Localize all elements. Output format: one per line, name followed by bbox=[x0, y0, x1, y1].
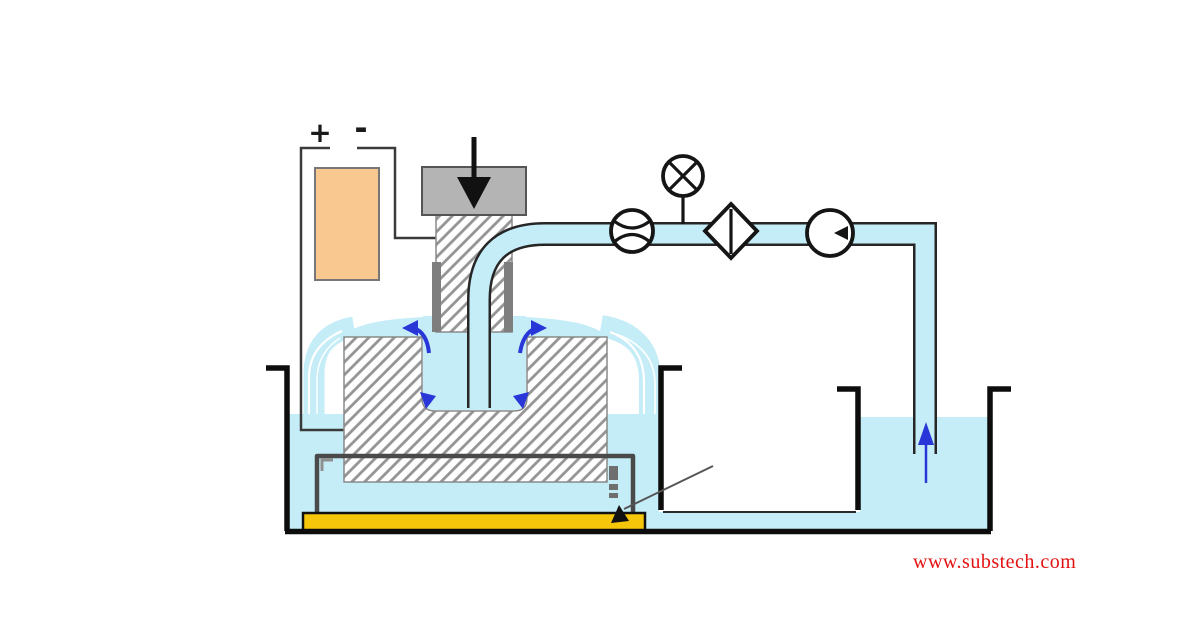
machining-tank-right-wall bbox=[658, 365, 682, 510]
tool-insulation-left bbox=[432, 262, 441, 332]
wire-negative bbox=[357, 146, 436, 240]
pointer-icon bbox=[611, 505, 629, 523]
flow-arrow-icon bbox=[531, 320, 547, 336]
drain-duct-electrolyte bbox=[650, 512, 870, 529]
spray-streamline bbox=[615, 333, 656, 414]
fixture-step bbox=[320, 458, 333, 471]
flow-arrow-icon bbox=[918, 422, 934, 445]
fixture bbox=[314, 453, 636, 514]
tank-walls bbox=[266, 365, 1011, 535]
pressure-gauge-icon bbox=[661, 154, 705, 224]
machining-tank-left-wall bbox=[266, 365, 290, 531]
base-plate bbox=[301, 511, 647, 533]
flow-meter-icon bbox=[609, 208, 655, 254]
fixture-frame bbox=[314, 453, 636, 514]
dc-power-source bbox=[314, 167, 380, 281]
electrolyte-supply-pipe bbox=[467, 222, 937, 454]
filter-icon bbox=[702, 201, 760, 261]
power-circuit: + - bbox=[299, 109, 436, 432]
negative-terminal-label: - bbox=[354, 109, 367, 147]
positive-terminal-label: + bbox=[308, 116, 331, 149]
workpiece bbox=[343, 336, 608, 483]
spray-streamline bbox=[307, 329, 343, 414]
wire-positive bbox=[299, 146, 346, 432]
clamp-mark bbox=[609, 484, 618, 490]
clamp-mark bbox=[609, 466, 618, 480]
electrolyte-spray-right bbox=[598, 315, 661, 416]
flow-arrow-icon bbox=[420, 392, 436, 409]
feed-arrow-icon bbox=[457, 137, 491, 209]
flow-arrow-icon bbox=[513, 392, 529, 409]
flow-arrows bbox=[402, 320, 934, 483]
tool-insulation-right bbox=[504, 262, 513, 332]
pipe-bore bbox=[469, 224, 935, 454]
spray-streamline bbox=[316, 337, 341, 414]
clamp-mark bbox=[609, 493, 618, 498]
reservoir-right-wall bbox=[987, 386, 1011, 531]
gap-pointer bbox=[611, 465, 714, 523]
pointer-leader-line bbox=[623, 465, 714, 510]
reservoir-left-wall bbox=[837, 386, 861, 510]
workpiece-hatched-body bbox=[343, 336, 608, 483]
pump-icon bbox=[805, 208, 855, 258]
watermark-text: www.substech.com bbox=[913, 551, 1077, 573]
flow-arrow-icon bbox=[402, 320, 418, 336]
